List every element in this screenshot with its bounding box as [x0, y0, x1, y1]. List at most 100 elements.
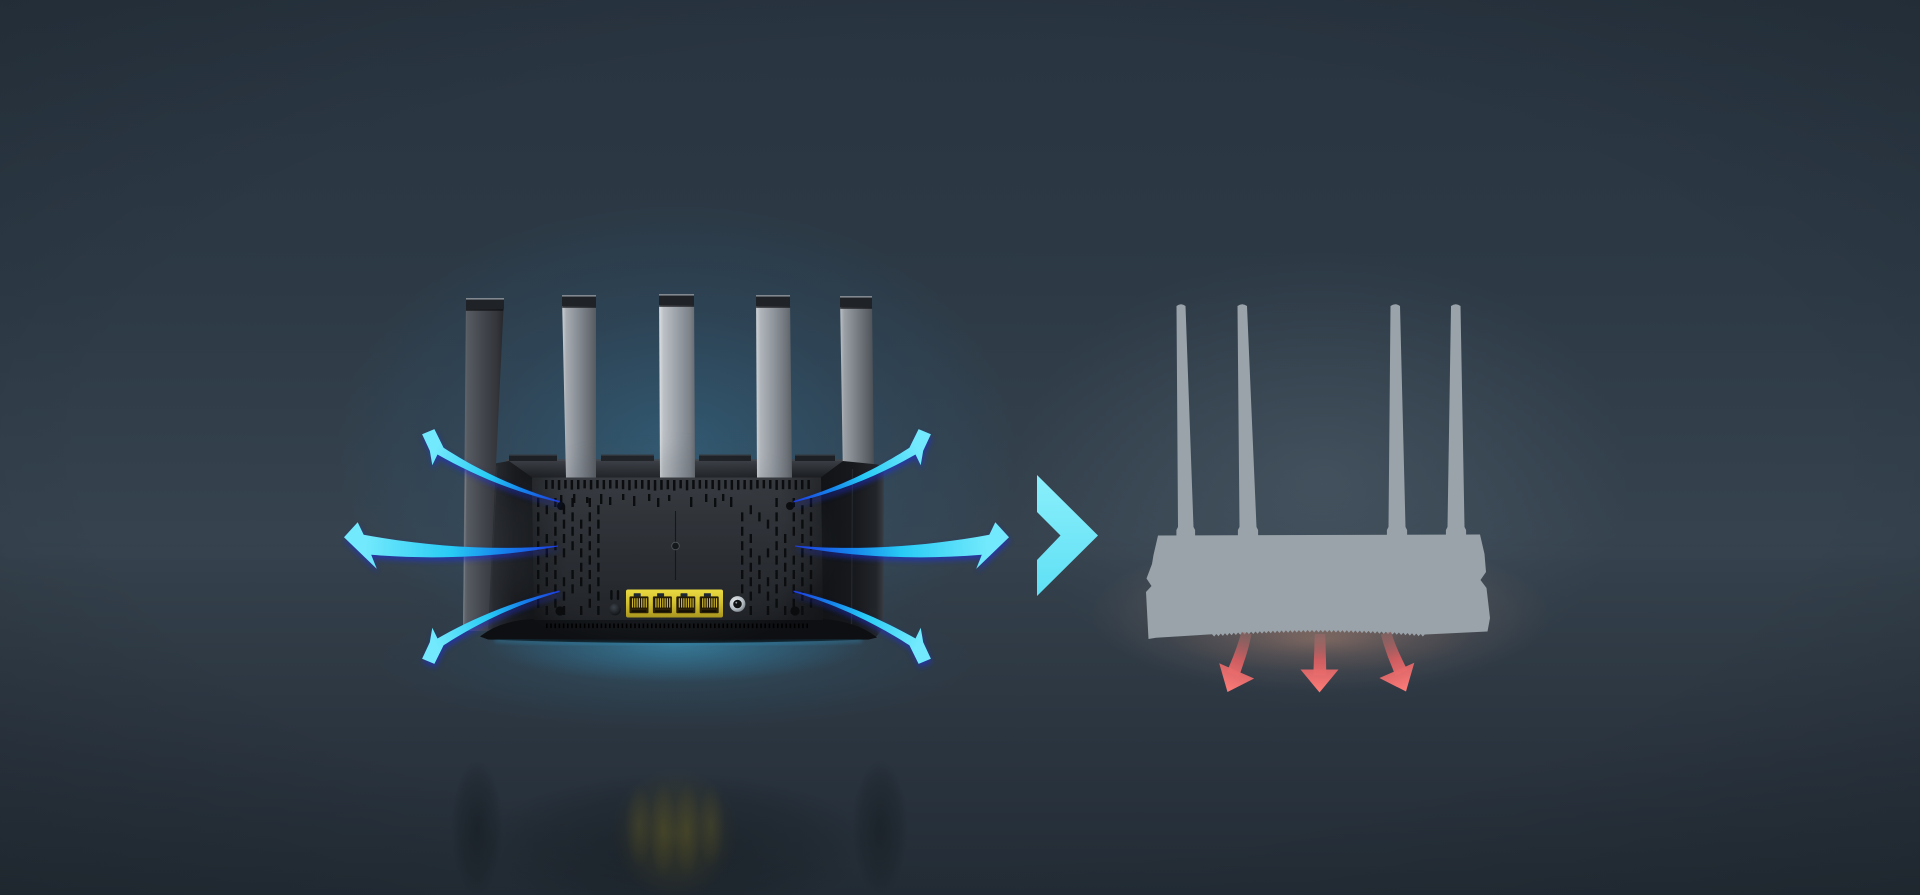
- hinge-collar-highlight: [509, 454, 557, 456]
- port-latch-tab: [680, 593, 688, 597]
- ethernet-port-4: [699, 593, 719, 614]
- heat-arrowhead: [1379, 662, 1415, 692]
- reflection-port-3: [673, 782, 701, 878]
- heat-arrow-center: [1300, 634, 1339, 693]
- port-contact-row: [701, 610, 717, 612]
- antenna-cap-shadow: [840, 307, 873, 309]
- port-pin: [641, 598, 643, 608]
- hinge-collar-highlight: [699, 454, 751, 456]
- port-latch-tab: [633, 593, 641, 597]
- antenna-blade: [659, 305, 695, 478]
- port-pin: [709, 598, 711, 608]
- port-pin: [692, 598, 694, 608]
- port-pin: [645, 598, 647, 608]
- airflow-arrow-bottom-right: [793, 590, 932, 668]
- port-pin: [669, 598, 671, 608]
- foot-left: [555, 606, 565, 616]
- port-pin: [662, 598, 664, 608]
- airflow-arrow-body: [422, 590, 560, 664]
- reflection-port-1: [625, 784, 653, 868]
- airflow-arrow-middle-right: [795, 522, 1010, 573]
- port-pin: [685, 598, 687, 608]
- port-pin: [664, 598, 666, 608]
- port-pin: [643, 598, 645, 608]
- port-pin: [657, 598, 659, 608]
- ethernet-ports-block: [626, 589, 723, 618]
- antenna-3: [659, 294, 695, 478]
- silhouette-antenna-3: [1386, 304, 1408, 542]
- screw-right: [786, 502, 794, 510]
- led-slot-1: [610, 590, 613, 600]
- antenna-5: [840, 296, 874, 478]
- left-router: [462, 294, 884, 646]
- antenna-2: [562, 295, 596, 478]
- antenna-cap-highlight: [562, 295, 596, 297]
- vent-row-base: [546, 623, 808, 629]
- port-pin: [681, 598, 683, 608]
- port-latch-tab: [703, 593, 711, 597]
- port-pin: [704, 598, 706, 608]
- hinge-collar-highlight: [795, 454, 835, 456]
- screw-left: [557, 502, 565, 510]
- airflow-arrow-body: [793, 590, 931, 664]
- antenna-blade: [756, 306, 792, 478]
- port-pin: [655, 598, 657, 608]
- port-contact-row: [655, 610, 670, 612]
- right-router: [1146, 304, 1490, 693]
- port-pin: [683, 598, 685, 608]
- airflow-arrows: [344, 429, 1010, 668]
- airflow-arrow-body: [793, 429, 931, 503]
- reflection-port-4: [697, 784, 725, 868]
- antenna-cap-highlight: [659, 294, 694, 296]
- antenna-cap: [840, 296, 872, 307]
- heat-arrow-shaft: [1380, 631, 1408, 676]
- antenna-cap-highlight: [840, 296, 872, 298]
- vent-grid-right: [741, 498, 813, 615]
- airflow-arrow-body: [344, 522, 558, 569]
- ethernet-port-2: [652, 593, 672, 614]
- power-jack: [729, 596, 746, 612]
- antenna-cap-shadow: [465, 309, 504, 311]
- seam-hole: [671, 541, 680, 551]
- antenna-hinge-5: [795, 454, 835, 463]
- hinge-collar: [795, 454, 835, 463]
- antenna-hinge-2: [509, 454, 557, 463]
- heat-arrow-left: [1219, 631, 1255, 692]
- port-pin: [687, 598, 690, 608]
- airflow-arrow-body: [422, 429, 560, 503]
- left-wing-crease: [488, 465, 498, 629]
- airflow-arrow-bottom-left: [422, 590, 561, 668]
- power-button: [609, 603, 621, 616]
- power-button-group: [609, 590, 621, 616]
- antenna-cap: [659, 294, 694, 305]
- power-jack-hole: [733, 599, 742, 609]
- silhouette-antenna-4: [1445, 304, 1467, 542]
- led-slot-2: [616, 590, 620, 600]
- antenna-blade: [840, 307, 874, 478]
- airflow-arrow-glow: [423, 594, 561, 668]
- port-pin: [659, 598, 662, 608]
- heat-arrows: [1219, 631, 1415, 693]
- antenna-cap-shadow: [756, 306, 791, 308]
- airflow-arrow-top-right: [793, 429, 932, 506]
- port-pin: [634, 598, 636, 608]
- port-pin: [636, 598, 638, 608]
- ethernet-port-3: [676, 593, 696, 614]
- reflection-port-2: [649, 782, 677, 878]
- antenna-cap: [562, 295, 596, 306]
- port-pin: [715, 598, 718, 608]
- heat-arrowhead: [1300, 669, 1339, 693]
- base-rim-glow: [494, 639, 863, 646]
- vent-scatter: [560, 494, 733, 507]
- port-pin: [713, 598, 715, 608]
- antenna-cap-shadow: [562, 306, 596, 308]
- antenna-cap-highlight: [466, 298, 504, 300]
- heat-arrowhead: [1219, 663, 1255, 692]
- port-pin: [690, 598, 692, 608]
- port-pin: [711, 598, 713, 608]
- chevron-right-icon: [1037, 475, 1098, 596]
- silhouette-antenna-1: [1176, 304, 1196, 542]
- antenna-cap-highlight: [756, 295, 790, 297]
